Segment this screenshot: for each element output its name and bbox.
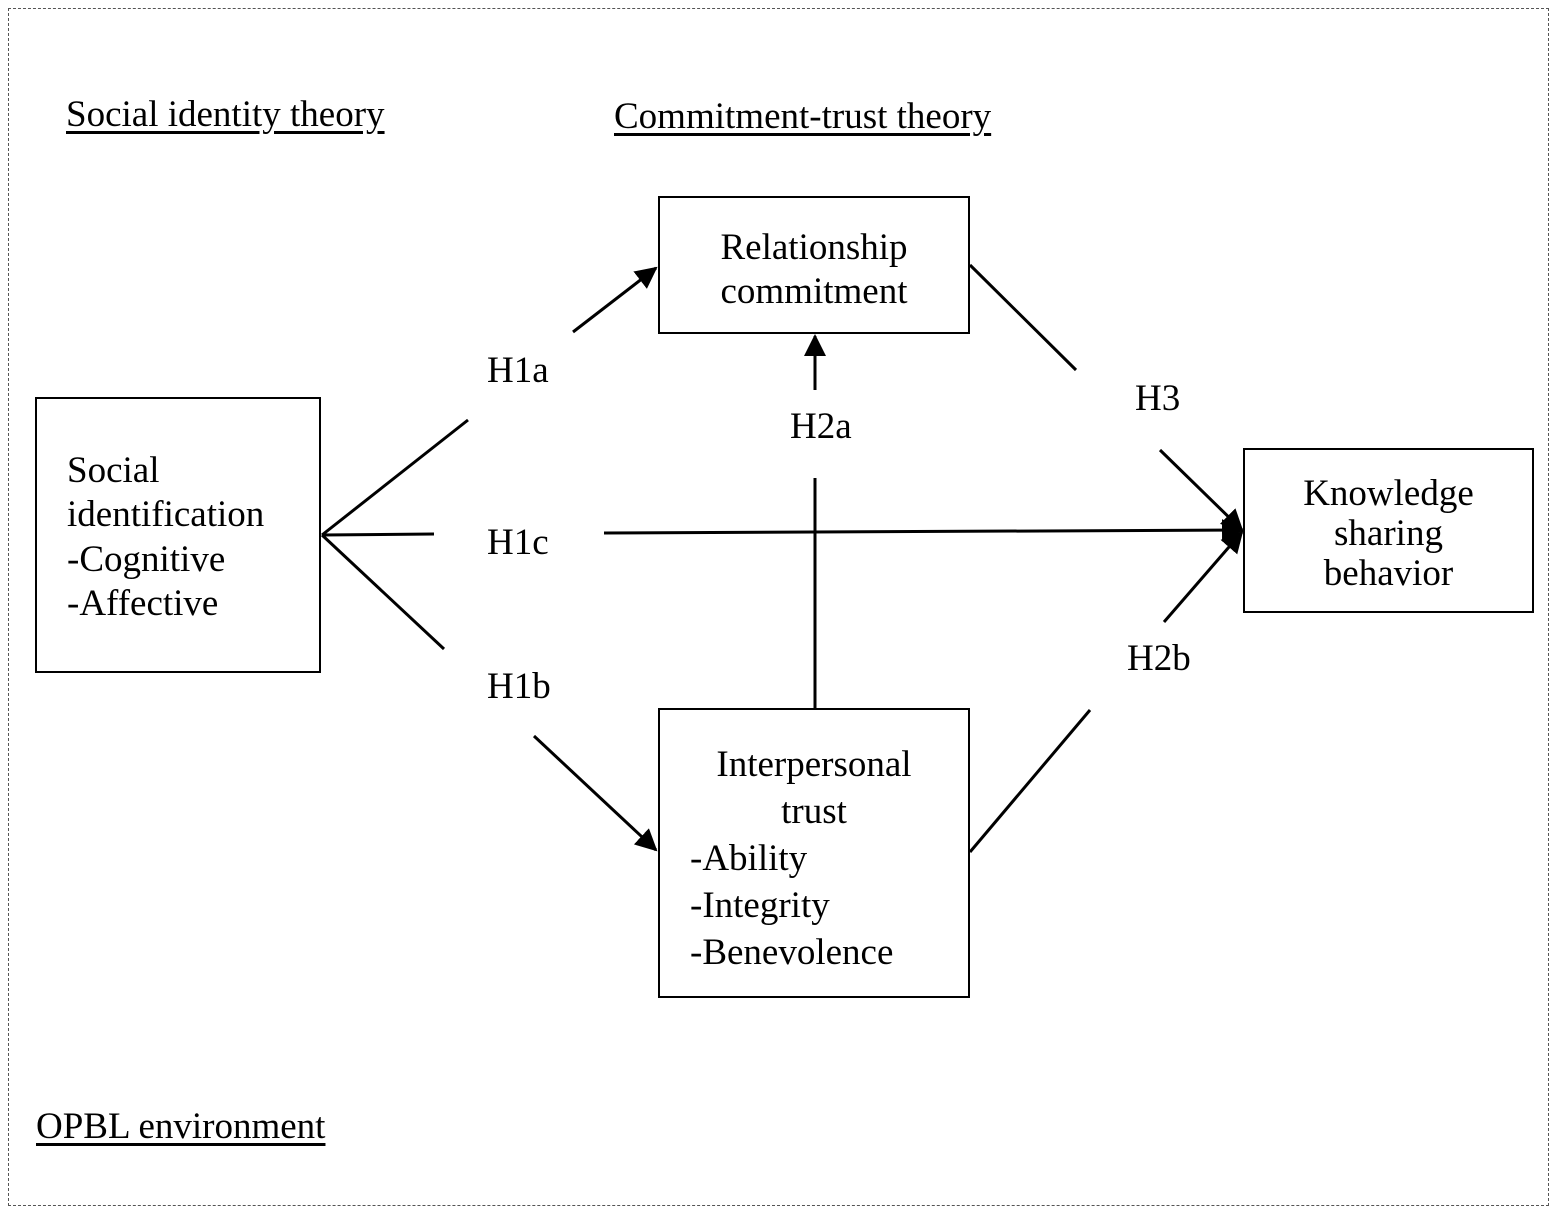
ability-dimension: -Ability — [690, 837, 808, 879]
h1c-arrow — [603, 519, 1244, 542]
relationship-commitment-line-2: commitment — [720, 271, 908, 313]
knowledge-sharing-behavior-box: Knowledge sharing behavior — [1243, 448, 1534, 613]
affective-dimension: -Affective — [67, 583, 219, 625]
hypothesis-h3-label: H3 — [1135, 378, 1181, 419]
social-identity-theory-heading: Social identity theory — [66, 94, 385, 135]
benevolence-dimension: -Benevolence — [690, 931, 894, 973]
relationship-commitment-box: Relationship commitment — [658, 196, 970, 334]
knowledge-sharing-line-1: Knowledge — [1303, 473, 1474, 514]
hypothesis-h1b-label: H1b — [487, 666, 551, 707]
h3-line-upper — [968, 263, 1078, 372]
relationship-commitment-line-1: Relationship — [720, 227, 908, 268]
hypothesis-h1a-label: H1a — [487, 350, 549, 391]
h1b-line-upper — [320, 533, 446, 651]
h2b-line-lower — [968, 709, 1092, 853]
opbl-environment-heading: OPBL environment — [36, 1106, 326, 1147]
integrity-dimension: -Integrity — [690, 884, 830, 926]
h1b-arrow — [532, 734, 658, 852]
h1c-line-left — [321, 532, 435, 537]
social-identification-box: Social identification -Cognitive -Affect… — [35, 397, 321, 673]
commitment-trust-theory-heading: Commitment-trust theory — [614, 96, 992, 137]
social-identification-title: Social — [67, 450, 160, 491]
interpersonal-trust-line-1: Interpersonal — [716, 744, 912, 785]
hypothesis-h1c-label: H1c — [487, 522, 549, 563]
knowledge-sharing-line-3: behavior — [1323, 552, 1454, 594]
h1a-arrow — [572, 266, 658, 334]
h3-arrow — [1158, 448, 1244, 532]
interpersonal-trust-line-2: trust — [781, 790, 847, 832]
hypothesis-h2b-label: H2b — [1127, 638, 1191, 679]
interpersonal-trust-box: Interpersonal trust -Ability -Integrity … — [658, 708, 970, 998]
hypothesis-h2a-label: H2a — [790, 406, 852, 447]
knowledge-sharing-line-2: sharing — [1334, 512, 1443, 554]
h2b-arrow — [1162, 530, 1244, 623]
cognitive-dimension: -Cognitive — [67, 538, 226, 580]
opbl-environment-frame — [8, 8, 1549, 1206]
h1a-line-lower — [321, 418, 469, 537]
social-identification-title-2: identification — [67, 494, 265, 536]
